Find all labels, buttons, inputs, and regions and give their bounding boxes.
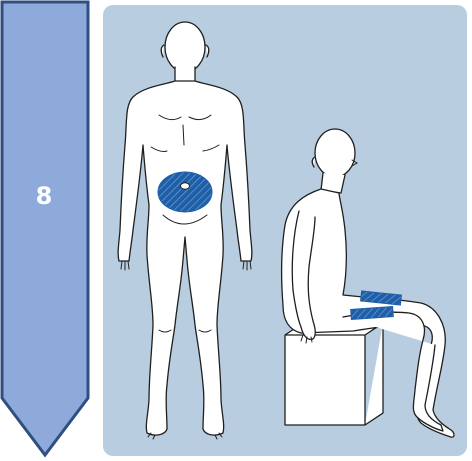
step-arrow <box>0 0 94 461</box>
abdomen-injection-site <box>158 172 212 212</box>
navel <box>181 183 190 189</box>
seated-person-figure <box>282 129 454 437</box>
step-number: 8 <box>0 180 88 212</box>
stool <box>285 323 383 425</box>
illustration-panel <box>103 5 467 456</box>
step-arrow-shape <box>2 2 88 455</box>
standing-person-figure <box>118 22 252 439</box>
